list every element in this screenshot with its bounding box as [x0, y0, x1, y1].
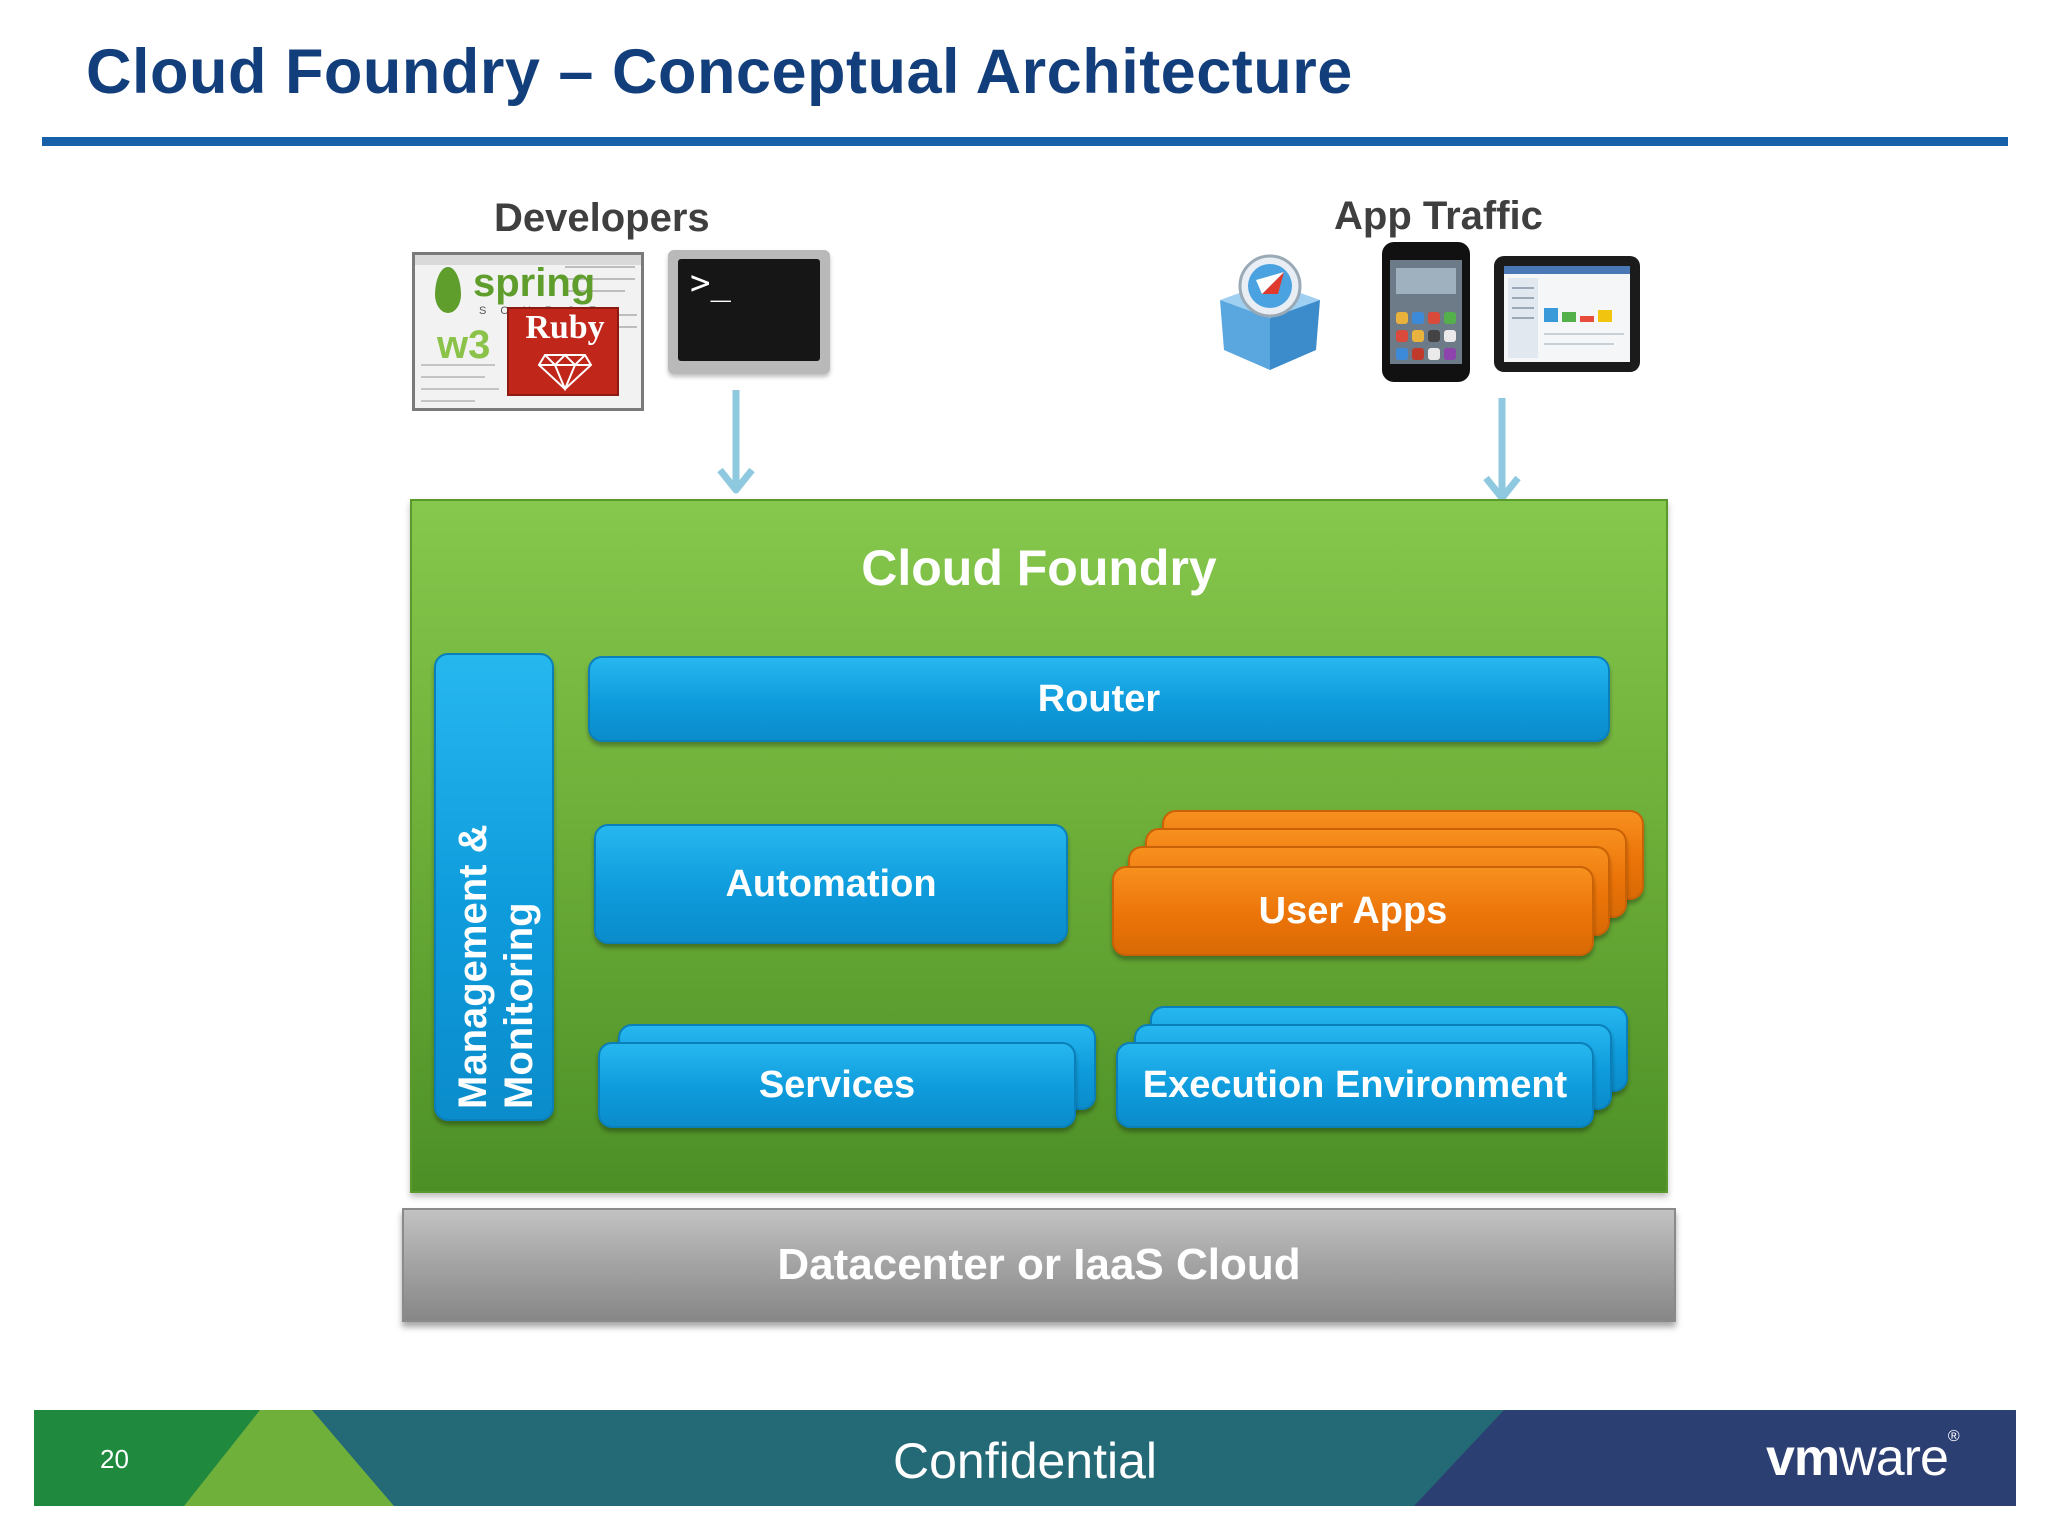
- app-traffic-label: App Traffic: [1334, 194, 1543, 238]
- execution-environment-label: Execution Environment: [1142, 1063, 1568, 1106]
- footer-background: [34, 1410, 2016, 1506]
- services-label: Services: [758, 1063, 916, 1106]
- ipad-screen: [1504, 266, 1630, 362]
- execution-environment-bar: Execution Environment: [1116, 1042, 1594, 1128]
- w3-logo-text: w3: [437, 323, 491, 367]
- developers-arrow: [717, 390, 755, 494]
- iphone-screen: [1390, 260, 1462, 364]
- terminal-icon: >_: [668, 250, 830, 374]
- terminal-screen: >_: [678, 259, 820, 361]
- services-bar: Services: [598, 1042, 1076, 1128]
- router-label: Router: [1037, 677, 1161, 720]
- user-apps-bar: User Apps: [1112, 866, 1594, 956]
- management-monitoring-bar: Management & Monitoring: [434, 653, 554, 1121]
- ide-screenshot-image: spring SOURCE w3 Ruby: [412, 252, 644, 411]
- app-traffic-arrow: [1483, 398, 1521, 502]
- management-monitoring-label: Management & Monitoring: [450, 669, 542, 1110]
- safari-browser-icon: [1220, 254, 1320, 370]
- management-label-line1: Management &: [451, 824, 495, 1110]
- ruby-logo: Ruby: [507, 307, 619, 396]
- spring-leaf-icon: [435, 267, 461, 313]
- vmware-logo-ware: ware: [1839, 1429, 1949, 1487]
- page-number: 20: [100, 1444, 129, 1474]
- automation-bar: Automation: [594, 824, 1068, 944]
- developers-label: Developers: [494, 196, 710, 240]
- ipad-icon: [1494, 256, 1640, 372]
- datacenter-iaas-label: Datacenter or IaaS Cloud: [777, 1240, 1301, 1289]
- management-label-line2: Monitoring: [497, 902, 541, 1109]
- spring-logo-text: spring: [473, 261, 596, 305]
- automation-label: Automation: [725, 862, 937, 905]
- ruby-logo-text: Ruby: [525, 309, 605, 346]
- iphone-app-grid: [1396, 268, 1456, 360]
- ruby-gem-icon: [537, 353, 593, 391]
- iphone-icon: [1382, 242, 1470, 382]
- slide-title: Cloud Foundry – Conceptual Architecture: [86, 37, 1353, 107]
- terminal-prompt: >_: [690, 263, 731, 303]
- cloud-foundry-title: Cloud Foundry: [861, 540, 1217, 596]
- title-rule: [42, 137, 2008, 146]
- confidential-label: Confidential: [892, 1433, 1158, 1489]
- router-bar: Router: [588, 656, 1610, 742]
- vmware-logo-vm: vm: [1766, 1429, 1840, 1487]
- vmware-logo: vmware®: [1766, 1428, 1960, 1488]
- slide-footer: 20 Confidential vmware®: [34, 1410, 2016, 1506]
- user-apps-label: User Apps: [1258, 889, 1448, 932]
- ipad-dashboard: [1504, 266, 1630, 358]
- vmware-registered-mark: ®: [1947, 1428, 1960, 1445]
- datacenter-iaas-bar: Datacenter or IaaS Cloud: [402, 1208, 1676, 1322]
